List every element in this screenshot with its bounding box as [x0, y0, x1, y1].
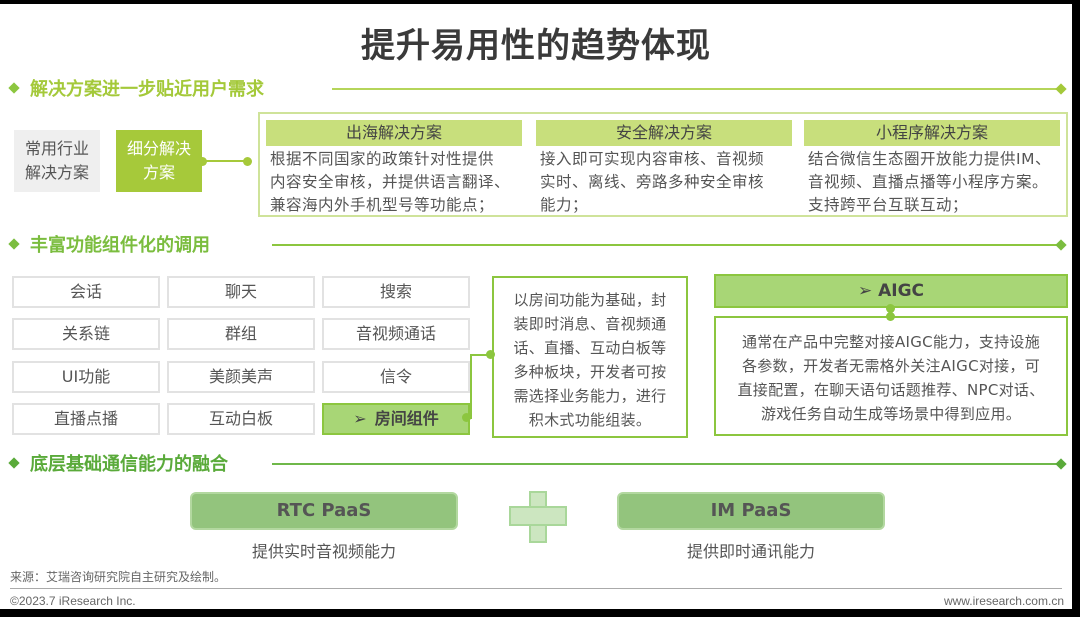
box-line: 解决方案	[24, 163, 89, 182]
diamond-bullet-icon	[8, 457, 20, 469]
solution-card-security: 安全解决方案 接入即可实现内容审核、音视频 实时、离线、旁路多种安全审核 能力；	[536, 120, 792, 217]
plus-icon-center	[531, 508, 545, 524]
section-heading-communication: 底层基础通信能力的融合	[8, 451, 228, 475]
section-heading-label: 丰富功能组件化的调用	[30, 235, 210, 256]
section-divider	[272, 458, 1067, 470]
solution-line: 接入即可实现内容审核、音视频	[540, 150, 765, 168]
connector-dot-icon	[486, 350, 495, 359]
solution-line: 音视频、直播点播等小程序方案。	[808, 173, 1049, 191]
rtc-paas-description: 提供实时音视频能力	[251, 542, 396, 561]
box-line: 细分解决	[126, 139, 191, 158]
solution-body: 结合微信生态圈开放能力提供IM、 音视频、直播点播等小程序方案。 支持跨平台互联…	[804, 146, 1060, 217]
section-divider	[272, 239, 1067, 251]
desc-line: 积木式功能组装。	[528, 411, 652, 429]
connector-line	[470, 354, 472, 419]
component-cell: 关系链	[12, 318, 160, 350]
rtc-paas-box: RTC PaaS	[190, 492, 458, 530]
solution-line: 结合微信生态圈开放能力提供IM、	[808, 150, 1051, 168]
website-link[interactable]: www.iresearch.com.cn	[943, 594, 1064, 608]
solution-title: 出海解决方案	[266, 120, 522, 146]
connector-dot-icon	[243, 157, 252, 166]
component-cell: 信令	[322, 361, 470, 393]
solution-line: 能力；	[540, 196, 589, 214]
component-cell: 直播点播	[12, 403, 160, 435]
solution-line: 支持跨平台互联互动；	[808, 196, 969, 214]
solution-body: 接入即可实现内容审核、音视频 实时、离线、旁路多种安全审核 能力；	[536, 146, 792, 217]
component-cell: 群组	[167, 318, 315, 350]
solution-title: 安全解决方案	[536, 120, 792, 146]
desc-line: 需选择业务能力，进行	[513, 387, 667, 405]
component-cell: 聊天	[167, 276, 315, 308]
section-heading-label: 解决方案进一步贴近用户需求	[30, 79, 264, 100]
box-line: 常用行业	[24, 139, 89, 158]
im-paas-box: IM PaaS	[617, 492, 885, 530]
desc-line: 话、直播、互动白板等	[513, 339, 667, 357]
solution-card-miniprogram: 小程序解决方案 结合微信生态圈开放能力提供IM、 音视频、直播点播等小程序方案。…	[804, 120, 1060, 217]
section-heading-solutions: 解决方案进一步贴近用户需求	[8, 76, 264, 100]
connector-dot-icon	[462, 413, 471, 422]
section-heading-components: 丰富功能组件化的调用	[8, 232, 210, 256]
solution-title: 小程序解决方案	[804, 120, 1060, 146]
connector-dot-icon	[198, 157, 207, 166]
section-divider	[332, 83, 1067, 95]
solution-body: 根据不同国家的政策针对性提供 内容安全审核，并提供语言翻译、 兼容海内外手机型号…	[266, 146, 522, 217]
component-cell: 美颜美声	[167, 361, 315, 393]
room-component-description: 以房间功能为基础，封 装即时消息、音视频通 话、直播、互动白板等 多种板块，开发…	[492, 276, 688, 438]
aigc-description: 通常在产品中完整对接AIGC能力，支持设施 各参数，开发者无需格外关注AIGC对…	[714, 316, 1068, 436]
component-cell: UI功能	[12, 361, 160, 393]
desc-line: 多种板块，开发者可按	[513, 363, 667, 381]
footer-divider	[10, 588, 1062, 589]
copyright: ©2023.7 iResearch Inc.	[10, 594, 136, 608]
component-cell: 会话	[12, 276, 160, 308]
diamond-bullet-icon	[8, 238, 20, 250]
page-title: 提升易用性的趋势体现	[361, 26, 711, 66]
common-industry-solution-box: 常用行业 解决方案	[14, 130, 100, 192]
segmented-solution-box: 细分解决 方案	[116, 130, 202, 192]
box-line: 方案	[142, 163, 175, 182]
room-component-cell: ➢ 房间组件	[322, 403, 470, 435]
desc-line: 以房间功能为基础，封	[513, 291, 667, 309]
desc-line: 通常在产品中完整对接AIGC能力，支持设施	[741, 333, 1041, 351]
desc-line: 直接配置，在聊天语句话题推荐、NPC对话、	[737, 381, 1045, 399]
im-paas-description: 提供即时通讯能力	[686, 542, 815, 561]
slide: 提升易用性的趋势体现 解决方案进一步贴近用户需求 常用行业 解决方案 细分解决 …	[0, 4, 1072, 609]
solution-line: 兼容海内外手机型号等功能点；	[270, 196, 495, 214]
section-heading-label: 底层基础通信能力的融合	[30, 454, 228, 475]
desc-line: 各参数，开发者无需格外关注AIGC对接，可	[741, 357, 1041, 375]
arrow-bullet-icon: ➢	[353, 409, 367, 428]
desc-line: 游戏任务自动生成等场景中得到应用。	[760, 405, 1022, 423]
source-note: 来源：艾瑞咨询研究院自主研究及绘制。	[10, 570, 227, 584]
component-cell: 互动白板	[167, 403, 315, 435]
solution-line: 根据不同国家的政策针对性提供	[270, 150, 495, 168]
solution-line: 实时、离线、旁路多种安全审核	[540, 173, 765, 191]
aigc-header: ➢ AIGC	[714, 274, 1068, 308]
component-cell: 搜索	[322, 276, 470, 308]
diamond-end-icon	[1055, 458, 1067, 470]
diamond-end-icon	[1055, 83, 1067, 95]
component-cell: 音视频通话	[322, 318, 470, 350]
connector-line	[470, 354, 492, 356]
solution-card-overseas: 出海解决方案 根据不同国家的政策针对性提供 内容安全审核，并提供语言翻译、 兼容…	[266, 120, 522, 217]
desc-line: 装即时消息、音视频通	[513, 315, 667, 333]
diamond-bullet-icon	[8, 82, 20, 94]
solution-line: 内容安全审核，并提供语言翻译、	[270, 173, 511, 191]
diamond-end-icon	[1055, 239, 1067, 251]
component-label: 房间组件	[374, 409, 439, 428]
solutions-panel: 出海解决方案 根据不同国家的政策针对性提供 内容安全审核，并提供语言翻译、 兼容…	[258, 112, 1068, 217]
connector-line	[202, 160, 248, 162]
